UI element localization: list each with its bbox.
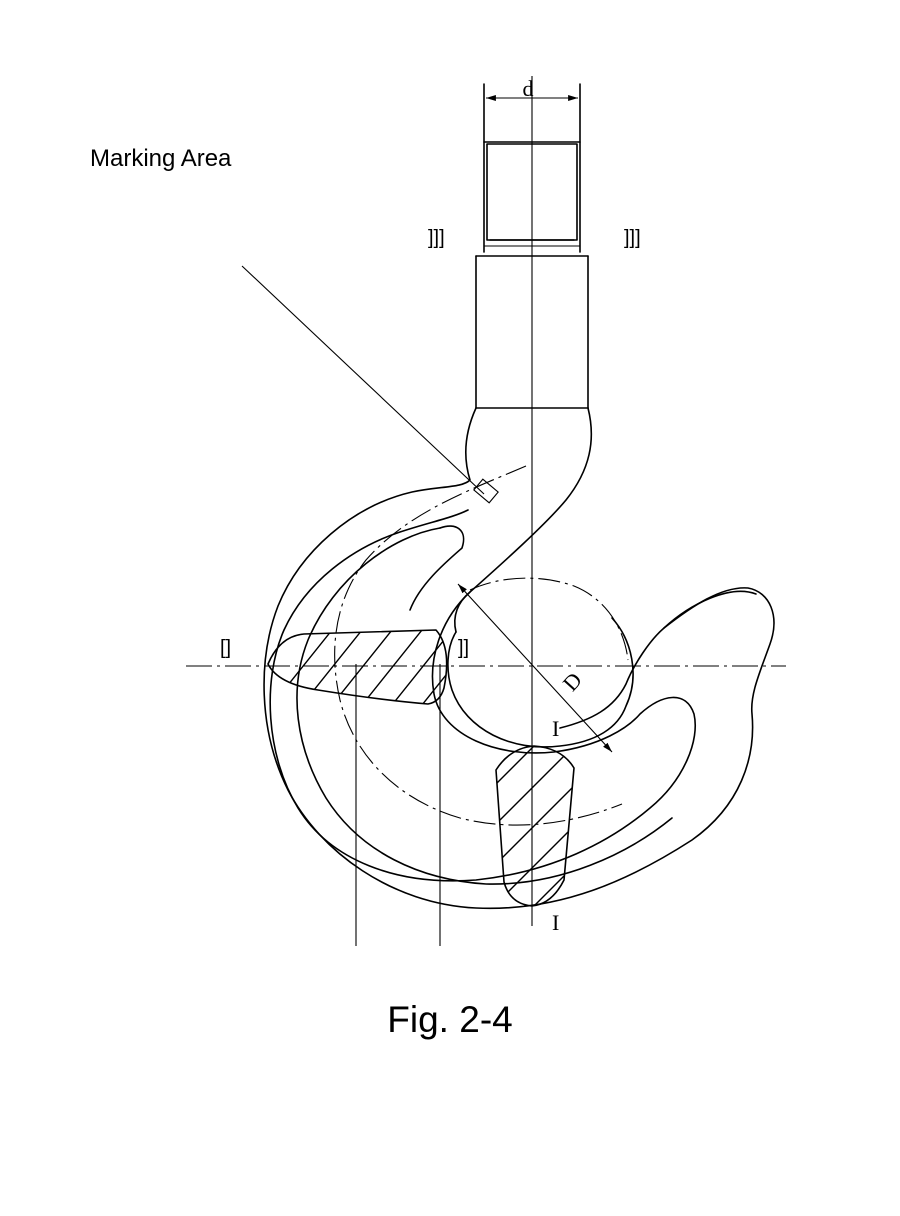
hook-hidden-arcs (334, 465, 629, 826)
dimension-D (457, 583, 613, 753)
figure-caption: Fig. 2-4 (387, 999, 512, 1040)
dimension-d-label: d (523, 76, 534, 101)
section-II-right-mark: ]] (458, 637, 469, 659)
section-II-shape (267, 629, 448, 705)
section-II-left-mark: [] (220, 637, 231, 659)
hook-inner-groove (296, 525, 673, 885)
section-II-projection-lines (355, 664, 441, 946)
hook-throat (447, 591, 634, 748)
marking-area-label: Marking Area (90, 145, 232, 172)
dimension-D-label: D (558, 667, 587, 696)
marking-area-leader (241, 265, 499, 504)
hook-outer-contour (263, 407, 775, 910)
section-III-left-mark: ]]] (428, 227, 445, 249)
section-I-bottom-mark: I (552, 910, 559, 935)
section-III-right-mark: ]]] (624, 227, 641, 249)
section-I-shape (495, 745, 575, 907)
section-I-top-mark: I (552, 716, 559, 741)
